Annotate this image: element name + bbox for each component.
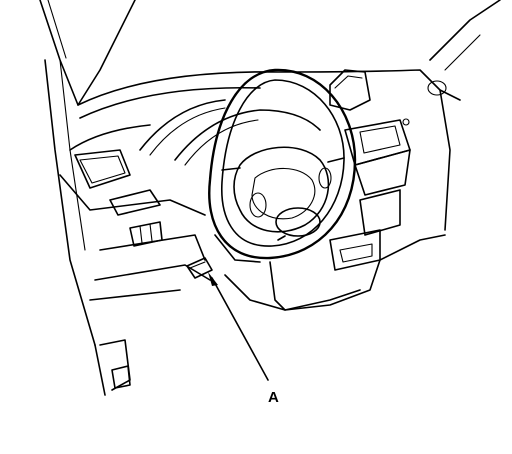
lower-console: [269, 234, 446, 311]
callout-label-a: A: [268, 389, 279, 406]
instrument-cluster: [174, 109, 321, 166]
left-air-vent: [74, 149, 131, 189]
steering-wheel: [208, 68, 357, 260]
kick-panel: [94, 339, 131, 396]
dashboard-upper: [69, 69, 461, 156]
steering-column: [214, 234, 361, 311]
right-pillar: [429, 0, 501, 231]
callout-arrow: [208, 272, 269, 381]
connector-a: [186, 257, 213, 279]
left-lower-panel: [59, 174, 211, 301]
a-pillar: [39, 0, 136, 346]
center-stack: [329, 119, 411, 271]
